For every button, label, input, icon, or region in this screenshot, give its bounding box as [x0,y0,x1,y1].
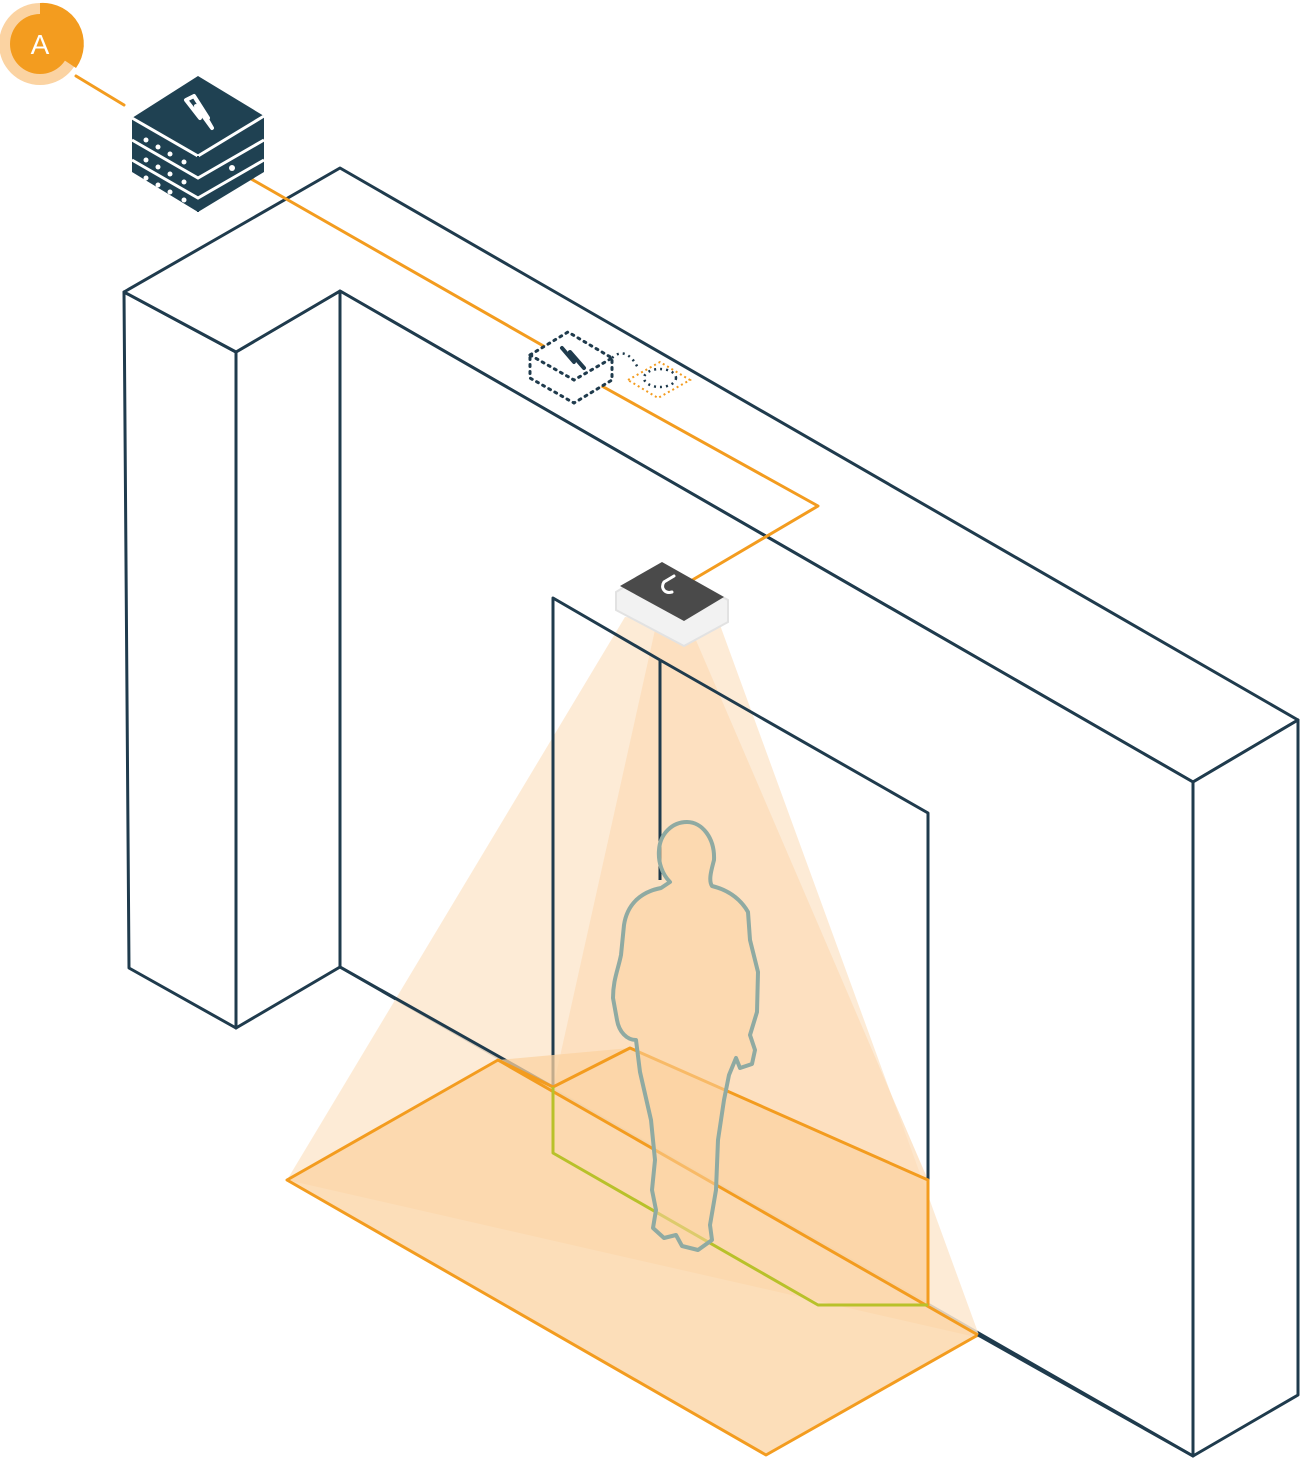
left-pillar-side [234,289,342,1030]
wall-right-end [1191,718,1300,1458]
server-shelf-1 [131,138,265,180]
sensor-cable-port [661,574,676,594]
ceiling-sensor-icon [615,562,729,648]
hidden-ps-top-edge [528,353,614,382]
wall-base-right [977,1333,1194,1458]
power-supply-server-icon [131,76,265,212]
walking-person-icon [611,820,760,1252]
left-pillar-front [122,290,238,1030]
badge-letter: A [31,29,50,60]
hidden-ps-outline [528,330,614,405]
server-indicator-dots [143,137,235,203]
cable-coil-zone [626,360,692,400]
cable-coil-loop [642,367,678,389]
hidden-power-supply-icon [528,330,614,405]
hidden-ps-bolt [560,346,586,370]
badge-inner [10,14,70,74]
floor-detection-zone-outline [285,1058,980,1457]
floor-zone-inner-edge [497,1046,930,1305]
door-frame-left-jamb [551,596,661,1087]
server-shelf-2 [131,158,265,200]
lightning-bolt-icon [184,94,214,130]
cable-badge-to-power-supply [74,74,126,107]
floor-detection-zone [287,1048,978,1455]
cable-coil-icon [611,352,692,400]
door-frame-head [659,658,930,1180]
badge-a: A [0,2,84,85]
